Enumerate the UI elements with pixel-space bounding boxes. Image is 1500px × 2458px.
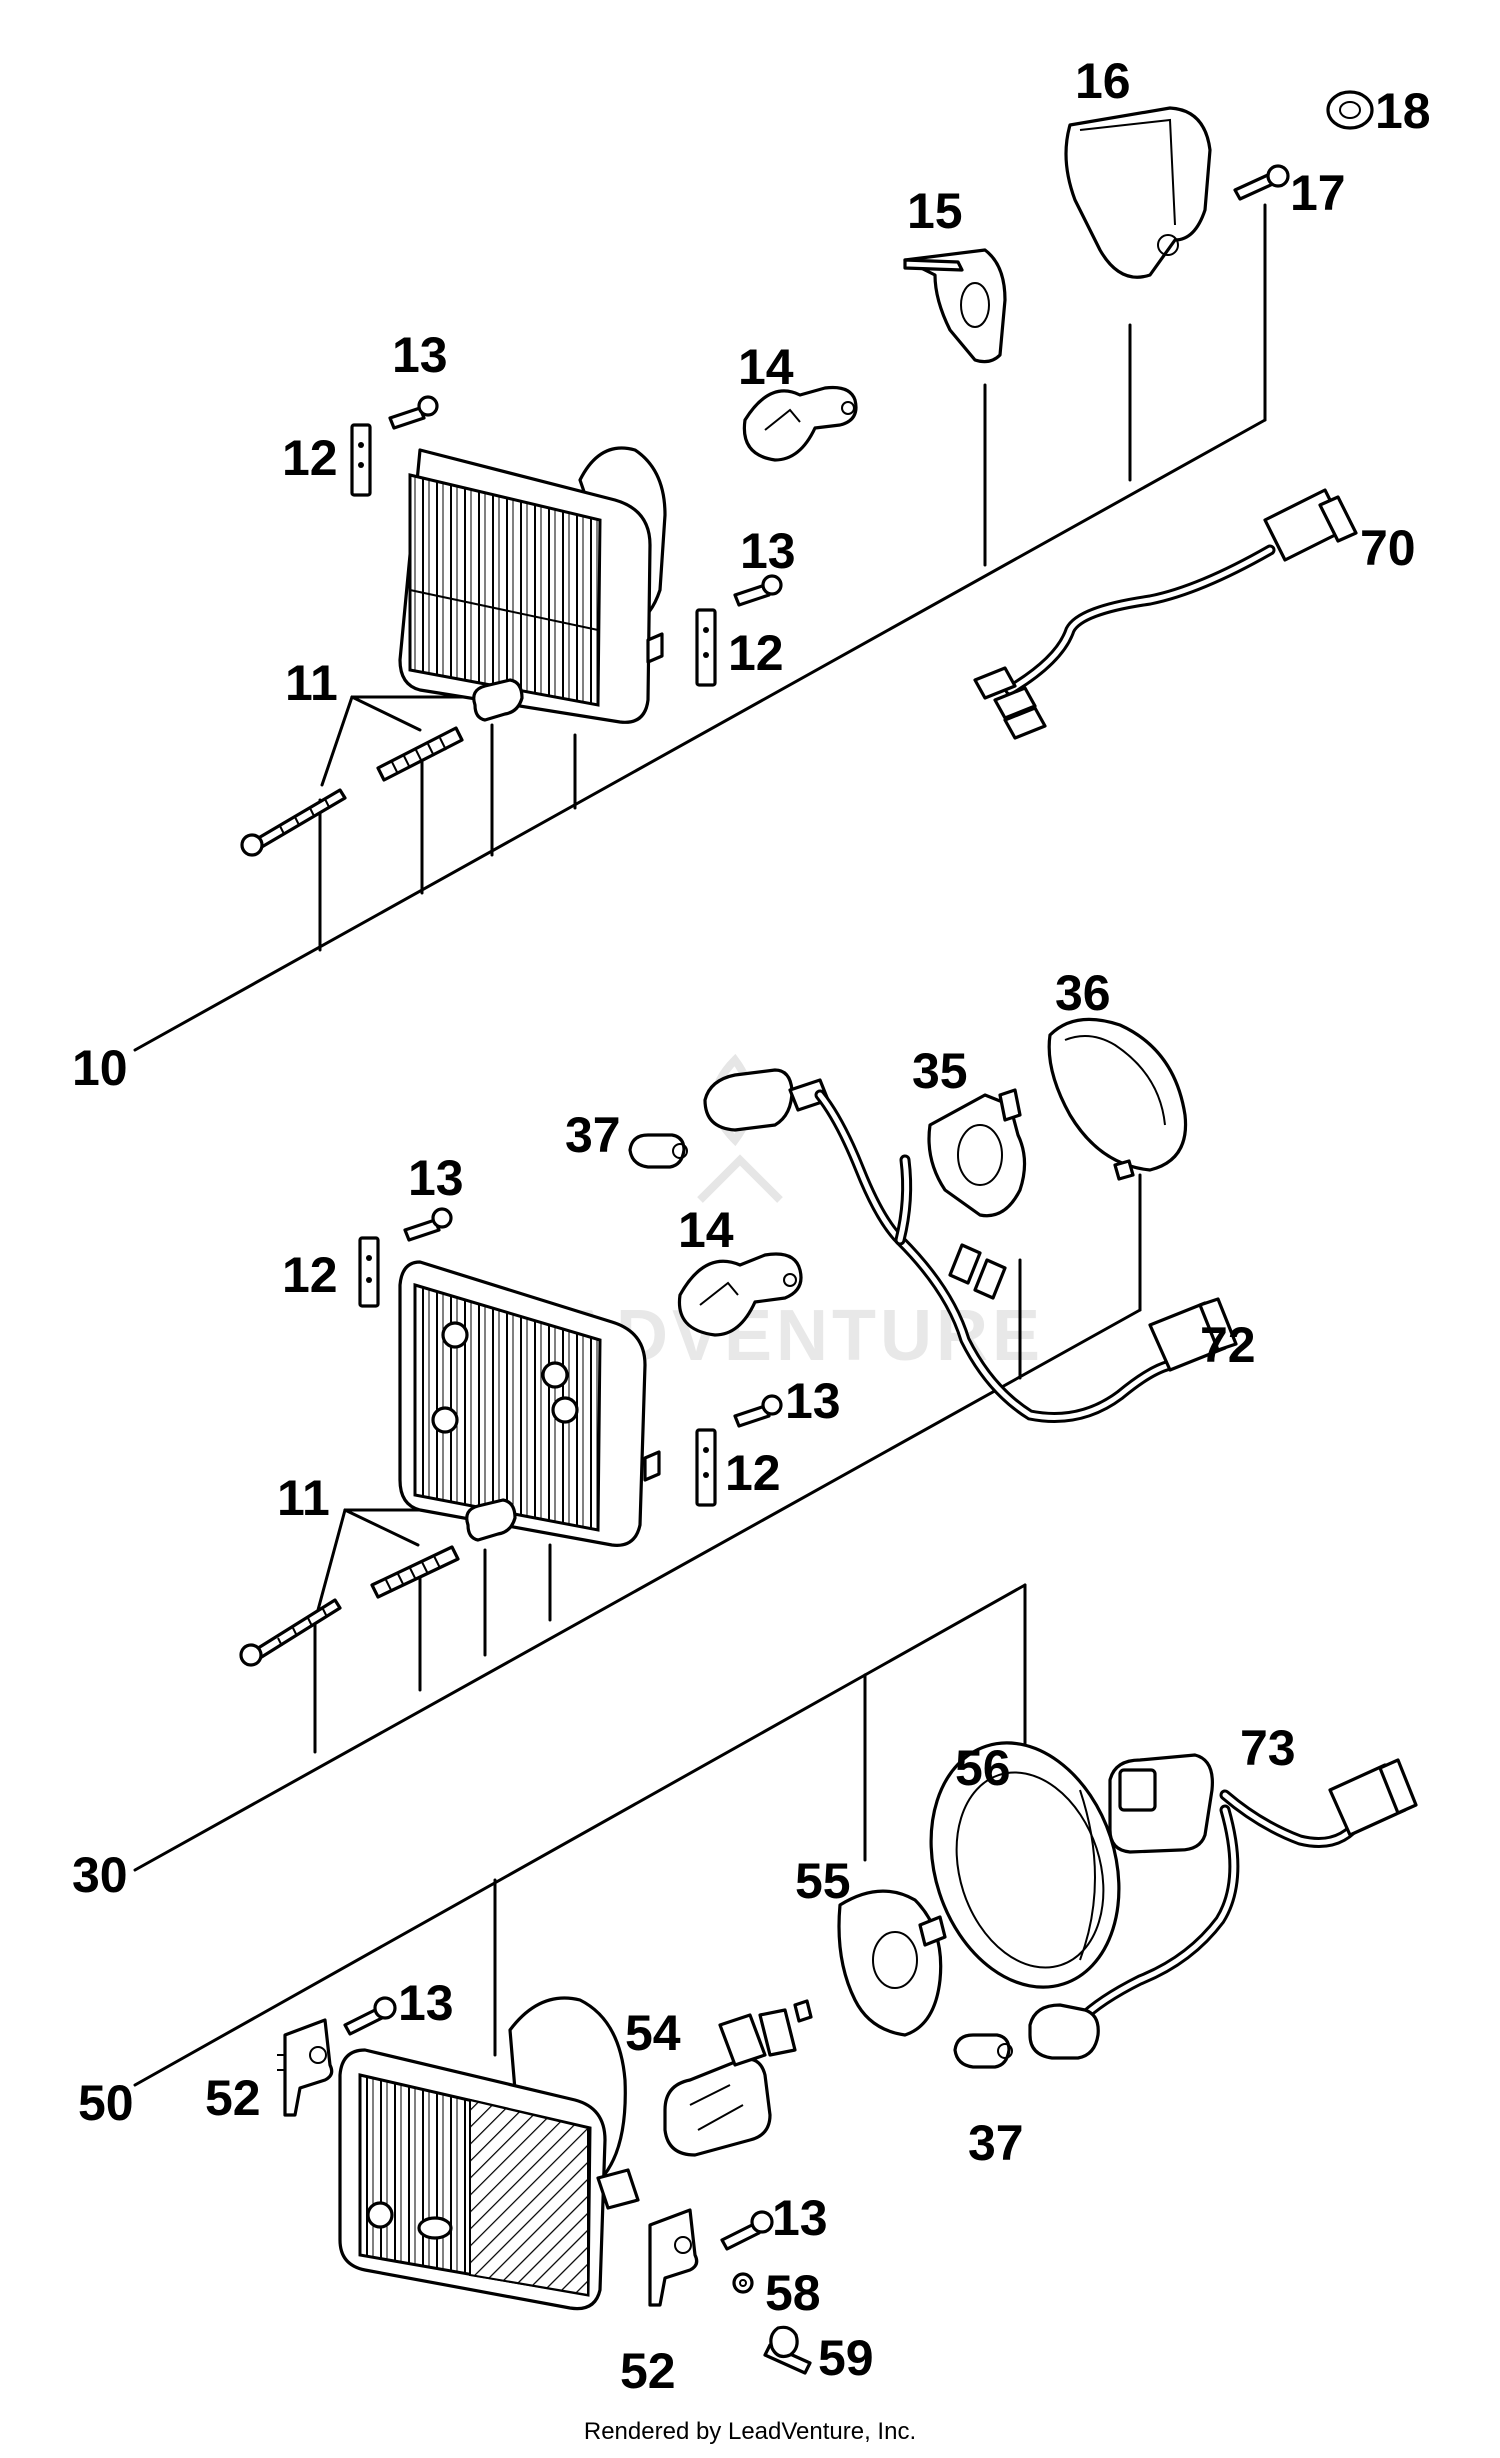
reflector-56 [929,1741,1121,1989]
callout-70: 70 [1360,520,1416,576]
callout-13: 13 [398,1975,454,2031]
leader-line-11-fork [343,1508,420,1547]
adjust-screw-11 [240,788,347,857]
callout-17: 17 [1290,165,1346,221]
callout-13: 13 [772,2190,828,2246]
callout-14: 14 [738,339,794,395]
callout-56: 56 [955,1740,1011,1796]
nut-11 [472,678,524,722]
assembly-50 [133,1583,1418,2375]
callout-16: 16 [1075,53,1131,109]
callout-12: 12 [725,1445,781,1501]
callout-37: 37 [968,2115,1024,2171]
headlamp-housing [398,446,667,724]
bulb-14 [742,385,858,462]
leader-line-50 [133,1673,867,2087]
callout-13: 13 [392,327,448,383]
callout-52: 52 [620,2343,676,2399]
spring-11 [370,1545,460,1599]
callout-11: 11 [285,655,338,711]
callout-73: 73 [1240,1720,1296,1776]
clip-12-upper [358,1236,380,1308]
adjust-screw-11 [239,1598,342,1667]
screw-13-upper [388,395,439,430]
bracket-55 [837,1889,947,2037]
bolt-59 [763,2325,812,2375]
washer-58 [732,2272,754,2294]
callout-37: 37 [565,1107,621,1163]
callout-14: 14 [678,1202,734,1258]
callout-52: 52 [205,2070,261,2126]
screw-17 [1233,164,1290,201]
callout-35: 35 [912,1043,968,1099]
bracket-52-lower [648,2208,699,2307]
callout-12: 12 [728,625,784,681]
callout-30: 30 [72,1847,128,1903]
leader-line-50-ext [863,1583,1027,1677]
bracket-15 [903,248,1007,364]
callout-54: 54 [625,2005,681,2061]
headlamp-housing [398,1260,661,1547]
spring-11 [376,726,464,782]
callout-12: 12 [282,430,338,486]
assembly-10 [133,90,1374,1052]
leader-line-10 [133,418,1267,1052]
bracket-52-upper [277,2018,334,2117]
callout-13: 13 [740,523,796,579]
callout-10: 10 [72,1040,128,1096]
leader-line-11-fork [350,695,422,732]
clip-12-lower [695,1428,717,1507]
footer-credit: Rendered by LeadVenture, Inc. [583,2418,917,2445]
callout-72: 72 [1200,1317,1256,1373]
callout-59: 59 [818,2330,874,2386]
clip-12-lower [695,608,717,687]
nut-11 [465,1498,517,1542]
callout-13: 13 [785,1373,841,1429]
cover-16 [1064,106,1212,279]
wiring-harness-72 [814,1089,1238,1423]
leader-line-11-fork [316,1508,347,1612]
screw-13-upper [343,1996,397,2036]
leader-line-30 [133,1308,1142,1872]
ring-36 [1047,1017,1188,1181]
bulb-54 [663,1999,813,2157]
wiring-harness-70 [973,488,1358,740]
screw-13-lower [733,1394,783,1428]
bulb-37 [953,2033,1013,2069]
screw-13-lower [733,574,783,607]
callout-36: 36 [1055,965,1111,1021]
callout-13: 13 [408,1150,464,1206]
bulb-37 [628,1133,688,1169]
assembly-30 [133,1017,1238,1872]
callout-58: 58 [765,2265,821,2321]
callout-18: 18 [1375,83,1431,139]
callout-11: 11 [277,1470,330,1526]
bulb-holder [703,1068,830,1132]
leader-line-11-fork [320,695,354,787]
wiring-harness-73 [1028,1753,1418,2060]
headlamp-housing [338,1996,640,2311]
clip-12-upper [350,423,372,497]
bulb-14 [677,1252,803,1337]
screw-13-lower [720,2210,774,2251]
bracket-35 [927,1088,1027,1218]
callout-15: 15 [907,183,963,239]
callout-12: 12 [282,1247,338,1303]
screw-13-upper [403,1207,453,1242]
callout-50: 50 [78,2075,134,2131]
grommet-18 [1326,90,1374,130]
callout-55: 55 [795,1853,851,1909]
